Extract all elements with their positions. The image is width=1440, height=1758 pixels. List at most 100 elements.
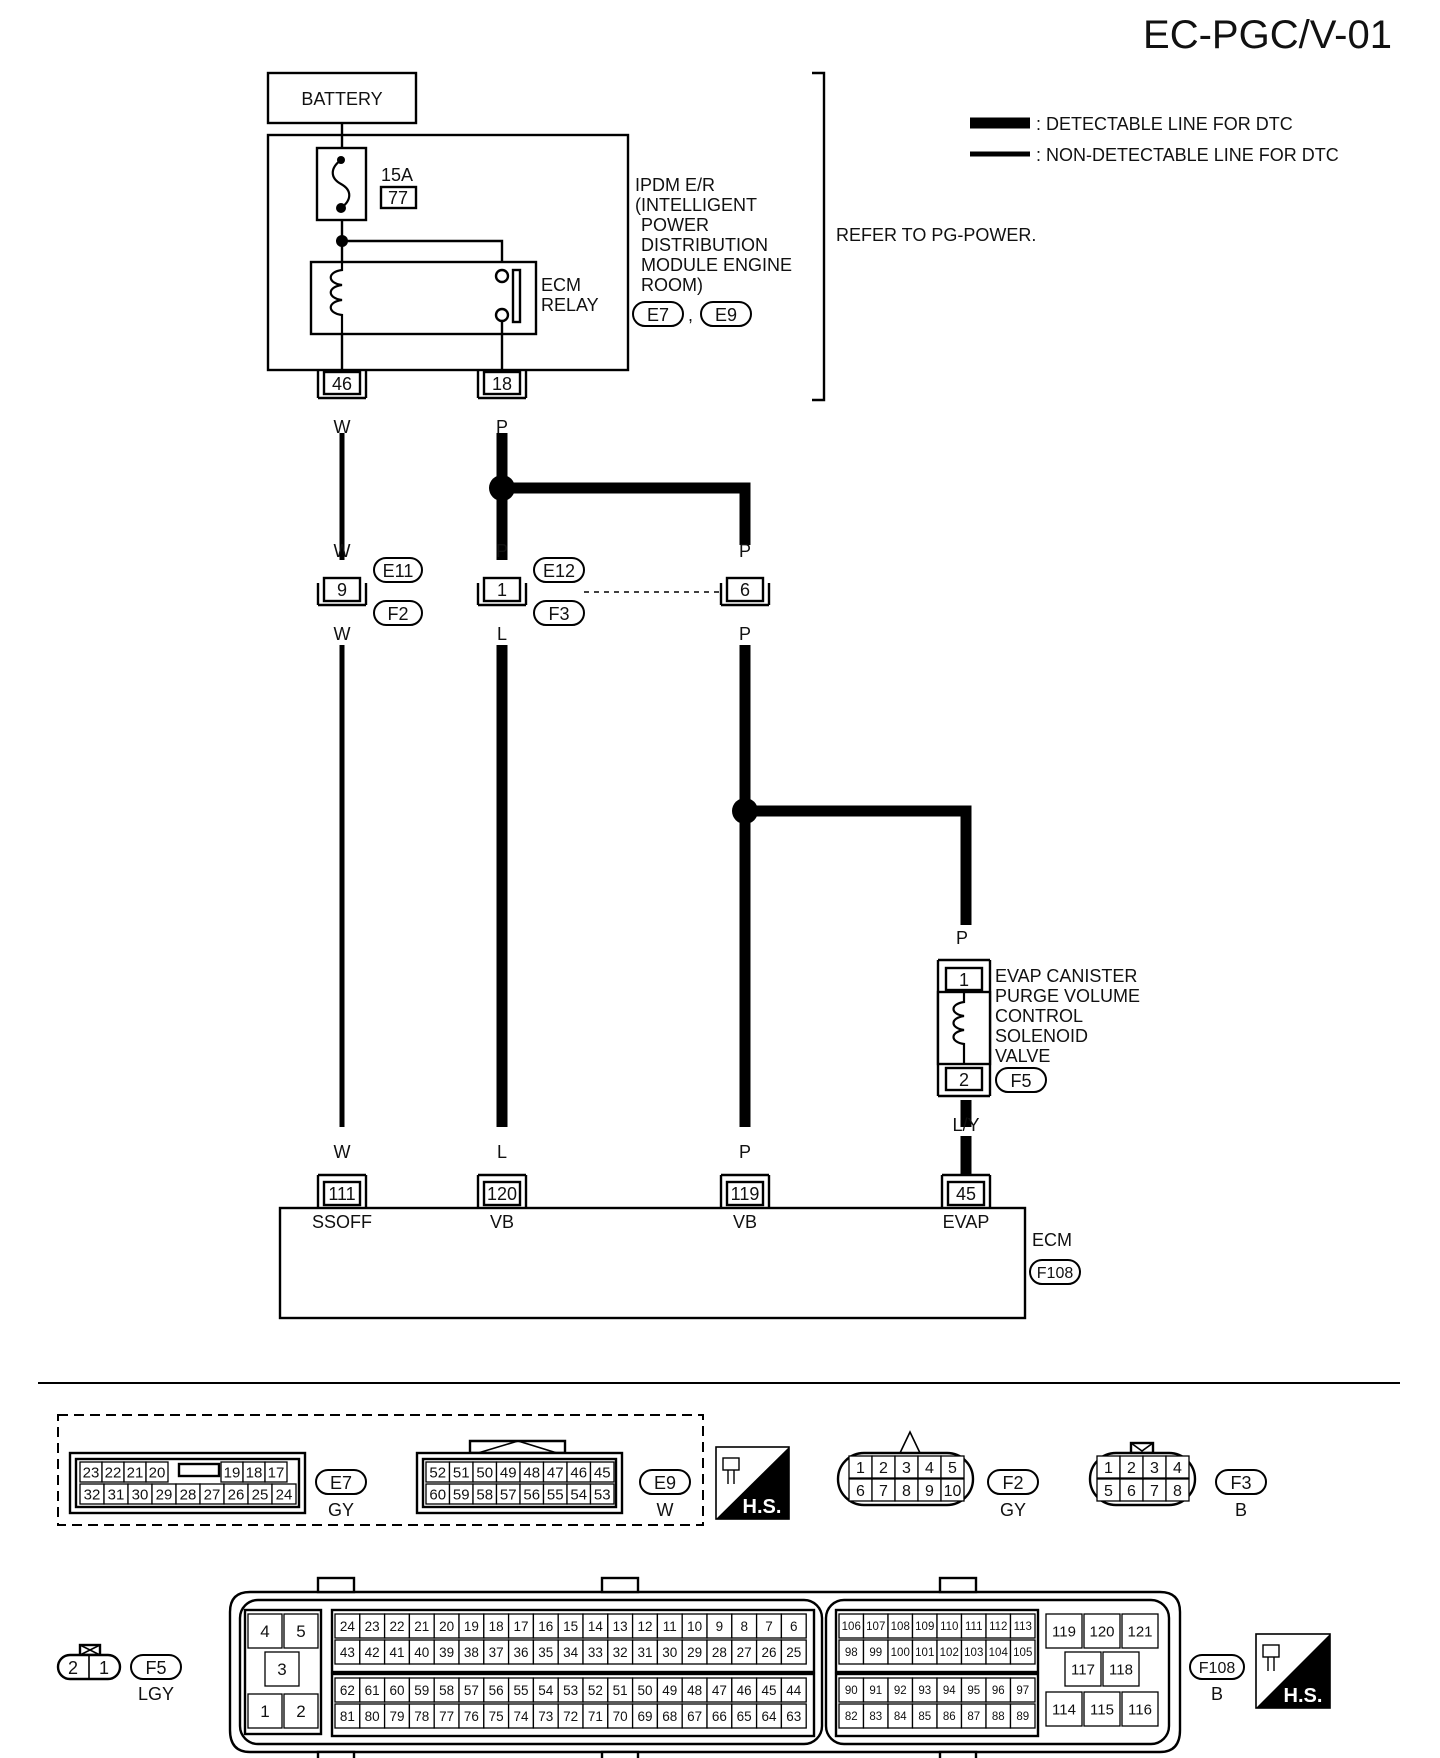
wire-color-p-top: P <box>496 417 508 437</box>
valve-label-4: SOLENOID <box>995 1026 1088 1046</box>
f108-pin-69-cell <box>631 1703 659 1729</box>
f108-pin-77-cell <box>433 1703 460 1729</box>
f108-pin-56-cell <box>483 1677 510 1703</box>
f108-pin-113: 113 <box>1014 1621 1032 1633</box>
f108-pin-104-cell <box>985 1639 1012 1665</box>
wire-color-p-right-a: P <box>739 541 751 561</box>
e7-pin-24-cell <box>271 1483 297 1505</box>
ipdm-connector-e9-tag <box>700 301 752 327</box>
e9-pin-58: 58 <box>476 1486 493 1503</box>
f108-pin-9: 9 <box>716 1619 724 1634</box>
f108-pin-78: 78 <box>414 1709 429 1724</box>
f2-color: GY <box>1000 1500 1026 1520</box>
f108-pin-86-cell <box>936 1703 963 1729</box>
e9-tag <box>639 1469 691 1495</box>
f108-pin-57-cell <box>458 1677 485 1703</box>
ipdm-connector-group-outline <box>57 1414 704 1526</box>
f108-pin-28-cell <box>706 1639 733 1665</box>
f108-pin-9-cell <box>706 1613 733 1639</box>
e9-pin-48: 48 <box>523 1464 540 1481</box>
f108-pin-76: 76 <box>464 1709 479 1724</box>
f108-pin-86: 86 <box>943 1711 956 1723</box>
fuse-bottom-node <box>336 203 346 213</box>
f3-pin-7: 7 <box>1150 1483 1159 1500</box>
e9-pin-60: 60 <box>429 1486 446 1503</box>
f108-pin-99-cell <box>862 1639 889 1665</box>
ecm-pin-111: 111 SSOFF <box>312 1173 372 1232</box>
f2-pin-5: 5 <box>948 1460 957 1477</box>
harness-side-icon-2: H.S. <box>1255 1633 1331 1709</box>
f108-pin-108-cell <box>887 1613 914 1639</box>
valve-label-3: CONTROL <box>995 1006 1083 1026</box>
f108-pin-85: 85 <box>918 1711 931 1723</box>
e7-pin-31: 31 <box>108 1486 125 1503</box>
f108-pin-116-cell <box>1121 1691 1159 1727</box>
f108-lock-1 <box>316 1576 356 1594</box>
f108-pin-93: 93 <box>918 1685 931 1697</box>
e9-pin-45-cell <box>589 1461 615 1483</box>
f108-pin-46: 46 <box>737 1683 752 1698</box>
f108-pin-72: 72 <box>563 1709 578 1724</box>
f108-pin-11: 11 <box>663 1619 677 1634</box>
f3-pin-8-cell <box>1165 1478 1190 1502</box>
f2-pin-1: 1 <box>856 1460 865 1477</box>
f108-pin-95: 95 <box>967 1685 980 1697</box>
f108-pin-92: 92 <box>894 1685 907 1697</box>
ecm-pin-111-name: SSOFF <box>312 1212 372 1232</box>
ecm-pin-111-num: 111 <box>328 1184 355 1204</box>
f108-pin-8: 8 <box>740 1619 748 1634</box>
f108-pin-39-cell <box>433 1639 460 1665</box>
wire-color-l-ecm: L <box>497 1142 507 1162</box>
f108-pin-117-cell <box>1064 1651 1102 1687</box>
f108-pin-61: 61 <box>365 1683 380 1698</box>
e7-pin-29: 29 <box>156 1486 173 1503</box>
f108-pin-111: 111 <box>965 1621 982 1633</box>
f108-pin-4-cell <box>247 1613 283 1649</box>
valve-connector-tag <box>995 1067 1047 1093</box>
f108-pin-87: 87 <box>967 1711 980 1723</box>
f108-pin-73: 73 <box>538 1709 553 1724</box>
e9-pin-50: 50 <box>476 1464 493 1481</box>
wire-color-p-valve: P <box>956 928 968 948</box>
f108-pin-110: 110 <box>940 1621 958 1633</box>
evap-valve: 1 2 <box>936 958 992 1098</box>
f108-pin-63-cell <box>780 1703 807 1729</box>
f108-pin-111-cell <box>960 1613 987 1639</box>
f108-pin-19-cell <box>458 1613 485 1639</box>
f108-pin-43: 43 <box>340 1645 355 1660</box>
f5-tag <box>130 1654 182 1680</box>
f2-pin-7: 7 <box>879 1483 888 1500</box>
f3-pin-1: 1 <box>1104 1460 1113 1477</box>
f108-pin-64: 64 <box>761 1709 777 1724</box>
f108-pin-63: 63 <box>786 1709 801 1724</box>
f108-pin-79: 79 <box>389 1709 404 1724</box>
e7-pin-27: 27 <box>204 1486 221 1503</box>
ipdm-label-3: POWER <box>641 215 709 235</box>
f108-pin-42-cell <box>359 1639 386 1665</box>
f2-id: F2 <box>1002 1473 1023 1493</box>
f108-pin-37-cell <box>483 1639 510 1665</box>
e9-pin-52: 52 <box>429 1464 446 1481</box>
f108-pin-72-cell <box>557 1703 584 1729</box>
f108-pin-44: 44 <box>786 1683 802 1698</box>
f108-pin-81: 81 <box>340 1709 355 1724</box>
f108-pin-25-cell <box>780 1639 807 1665</box>
e7-lock-slot <box>177 1462 221 1478</box>
wire-p-branch-right <box>502 482 751 545</box>
ecm-pin-119-name: VB <box>733 1212 757 1232</box>
battery-box <box>266 71 418 125</box>
wire-color-w-ecm: W <box>334 1142 351 1162</box>
f108-pin-16: 16 <box>538 1619 553 1634</box>
f108-pin-94-cell <box>936 1677 963 1703</box>
f108-pin-62: 62 <box>340 1683 355 1698</box>
f108-pin-36-cell <box>507 1639 535 1665</box>
e7-pin-22: 22 <box>105 1464 122 1481</box>
f108-pin-94: 94 <box>943 1685 956 1697</box>
e7-pin-24: 24 <box>276 1486 293 1503</box>
f108-pin-103-cell <box>960 1639 987 1665</box>
f108-pin-88-cell <box>985 1703 1012 1729</box>
wire-p-to-valve <box>745 805 972 925</box>
connector-e12: E12 <box>543 561 575 581</box>
